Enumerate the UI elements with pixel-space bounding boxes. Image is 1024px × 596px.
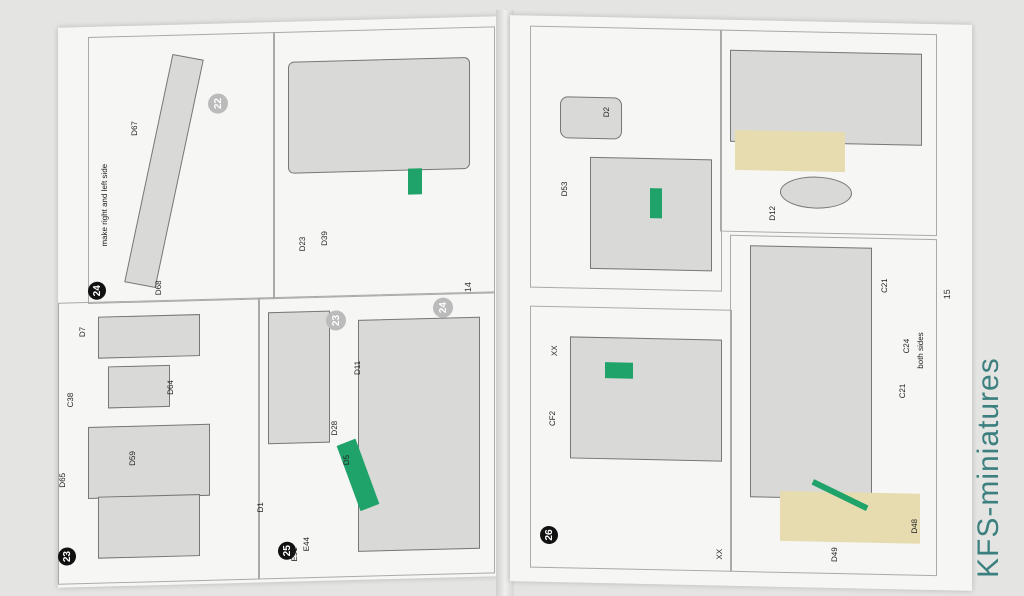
label: D23 <box>298 236 307 252</box>
label: D1 <box>256 502 265 513</box>
page-number: 15 <box>942 289 953 300</box>
highlight-part <box>408 168 422 195</box>
left-page: 24 22 D67 D68 make right and left side 2… <box>58 16 498 588</box>
label: C24 <box>902 338 911 354</box>
seat-part <box>98 494 200 559</box>
watermark: KFS-miniatures <box>972 357 1005 578</box>
frame-part <box>735 129 845 173</box>
label: C21 <box>880 278 889 294</box>
label: D2 <box>602 106 611 118</box>
engine-cover <box>570 336 722 462</box>
book-gutter <box>496 10 514 596</box>
hood-part <box>288 56 470 174</box>
highlight-part <box>650 188 662 219</box>
label: D49 <box>830 547 839 563</box>
label: D64 <box>166 380 175 395</box>
label: E91 <box>290 547 299 562</box>
label: D68 <box>154 280 163 296</box>
part-d59 <box>88 423 210 499</box>
label: E44 <box>302 536 311 552</box>
label: D53 <box>560 181 569 197</box>
label: D5 <box>342 454 351 466</box>
label: D28 <box>330 420 339 436</box>
page-number: 14 <box>463 281 474 293</box>
fender-part <box>750 245 872 500</box>
label: D11 <box>353 360 362 376</box>
part-d1 <box>268 310 330 445</box>
part-d7 <box>98 314 200 359</box>
note: both sides <box>916 332 925 369</box>
label: D59 <box>128 451 137 466</box>
label: CF2 <box>548 410 557 427</box>
label: D65 <box>58 472 67 488</box>
label: D39 <box>320 230 329 246</box>
label: C21 <box>898 383 907 399</box>
note: make right and left side <box>100 163 109 247</box>
right-page: D2 D53 D12 26 XX CF2 XX C21 C24 C21 D48 … <box>510 15 972 591</box>
label: C38 <box>66 392 75 408</box>
label: D48 <box>910 518 919 534</box>
label: D12 <box>768 205 777 221</box>
part-d64 <box>108 364 170 409</box>
step-26-badge: 26 <box>540 525 558 545</box>
part-d2 <box>560 96 622 140</box>
engine-assembly <box>358 316 480 552</box>
label: D7 <box>78 326 87 338</box>
label: XX <box>715 548 724 560</box>
highlight-part-cf2 <box>605 362 633 379</box>
label: D67 <box>130 120 139 136</box>
label: XX <box>550 345 559 357</box>
